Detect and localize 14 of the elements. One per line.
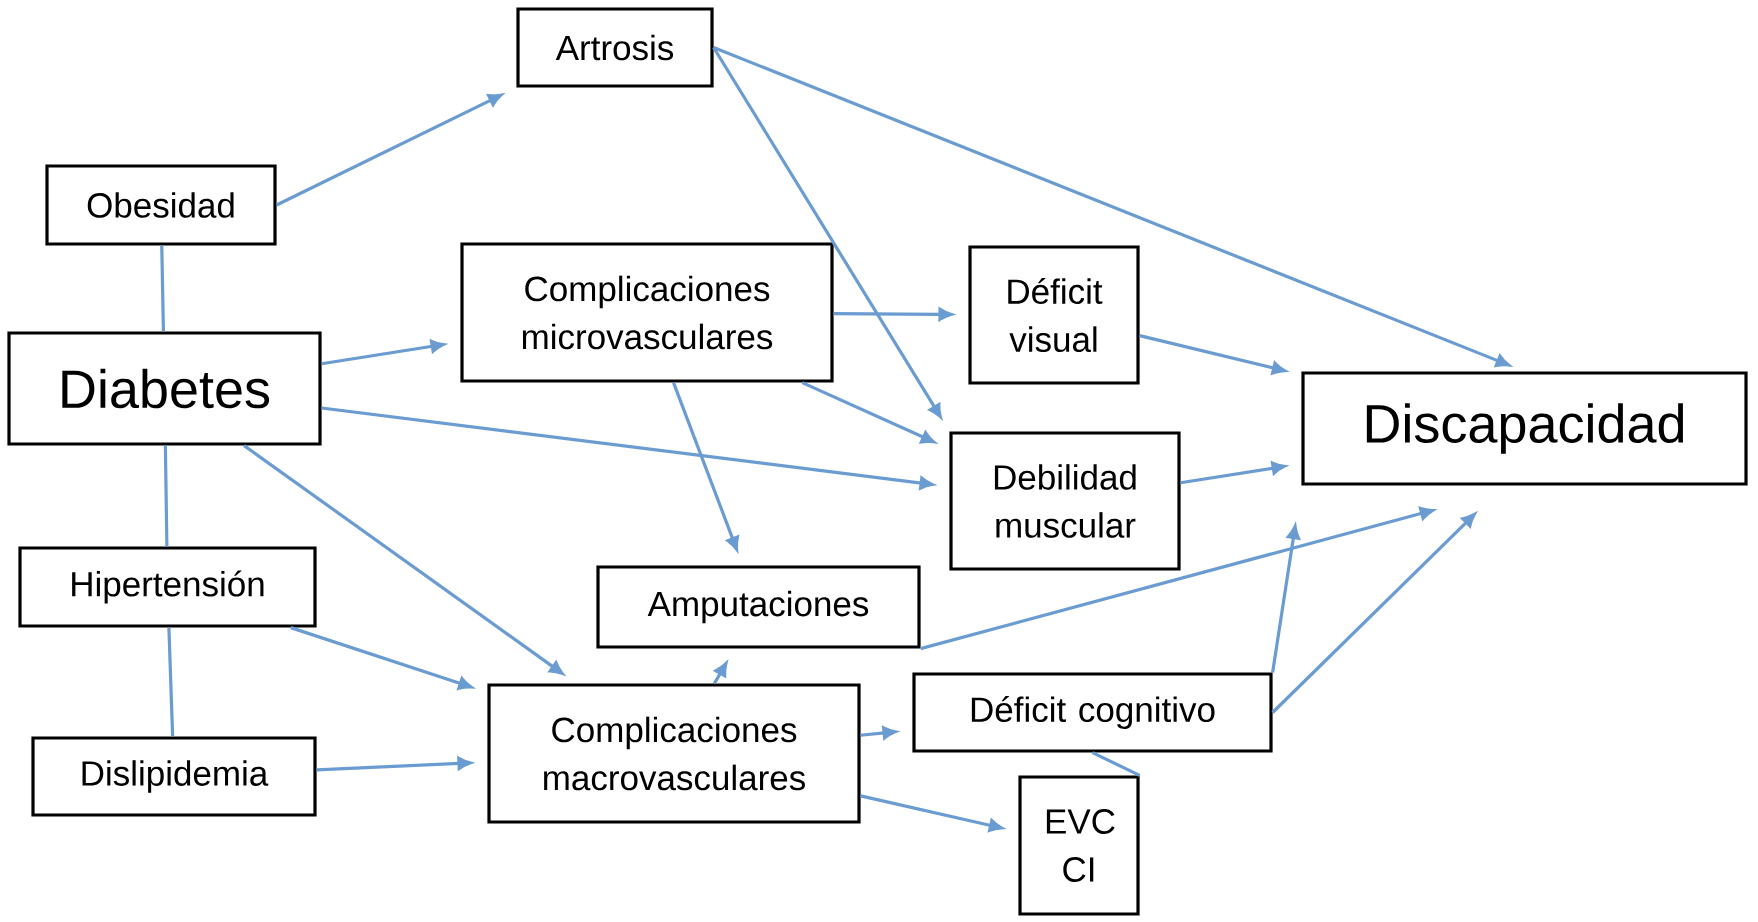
process-box: Amputaciones [596,565,921,649]
arrow [672,382,739,551]
process-box: Artrosis [516,7,714,88]
arrow [275,93,503,207]
process-box: Déficit cognitivo [912,672,1273,753]
process-box: Diabetes [7,331,322,446]
arrow [243,444,564,675]
process-box: EVC CI [1018,775,1140,916]
process-box: Dislipidemia [31,736,317,817]
process-box: Complicaciones macrovasculares [487,683,861,824]
arrow [713,662,728,685]
process-box: Obesidad [45,164,277,246]
process-box: Hipertensión [18,546,317,628]
process-box: Discapacidad [1301,371,1748,486]
